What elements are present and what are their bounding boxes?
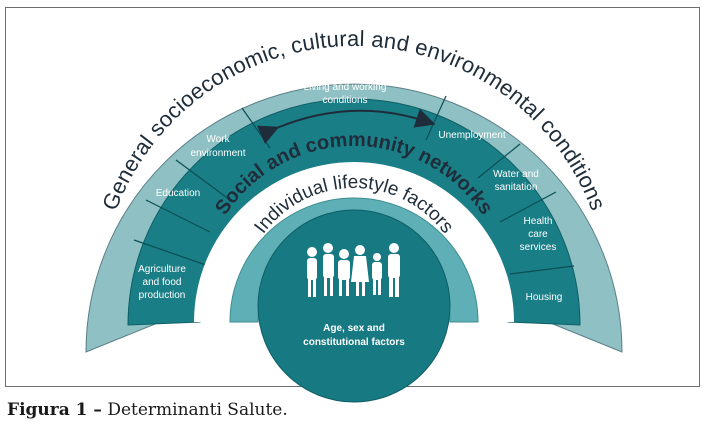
svg-text:Age, sex and: Age, sex and	[323, 323, 385, 334]
sector-housing: Housing	[526, 292, 563, 303]
living-working-arrow-icon	[257, 108, 436, 144]
svg-text:environment: environment	[190, 148, 245, 159]
sector-work-environment: Work environment	[190, 134, 245, 159]
core-label: Age, sex and constitutional factors	[303, 323, 405, 348]
sector-water: Water and sanitation	[493, 169, 539, 193]
svg-text:Health: Health	[524, 216, 553, 227]
svg-text:and food: and food	[143, 277, 182, 288]
svg-text:Water and: Water and	[493, 169, 539, 180]
living-working-label: Living and working conditions	[304, 82, 387, 106]
svg-text:services: services	[520, 242, 557, 253]
svg-text:sanitation: sanitation	[495, 182, 538, 193]
caption-label: Figura 1 –	[7, 400, 102, 420]
caption-text: Determinanti Salute.	[101, 400, 288, 420]
svg-text:production: production	[139, 290, 186, 301]
sector-unemployment: Unemployment	[438, 130, 505, 141]
svg-text:Unemployment: Unemployment	[438, 130, 505, 141]
svg-text:Living and working: Living and working	[304, 82, 387, 93]
svg-text:care: care	[528, 229, 548, 240]
svg-text:Housing: Housing	[526, 292, 563, 303]
sector-agriculture: Agriculture and food production	[138, 264, 186, 301]
figure-caption: Figura 1 – Determinanti Salute.	[7, 400, 288, 420]
sector-education: Education	[156, 188, 200, 199]
svg-text:constitutional factors: constitutional factors	[303, 337, 405, 348]
svg-text:conditions: conditions	[322, 95, 367, 106]
svg-text:Education: Education	[156, 188, 200, 199]
people-silhouettes-icon	[307, 243, 400, 297]
core-circle	[257, 209, 451, 403]
svg-text:Work: Work	[206, 134, 230, 145]
svg-text:Agriculture: Agriculture	[138, 264, 186, 275]
sector-health: Health care services	[520, 216, 557, 253]
social-networks-ring	[194, 162, 514, 322]
